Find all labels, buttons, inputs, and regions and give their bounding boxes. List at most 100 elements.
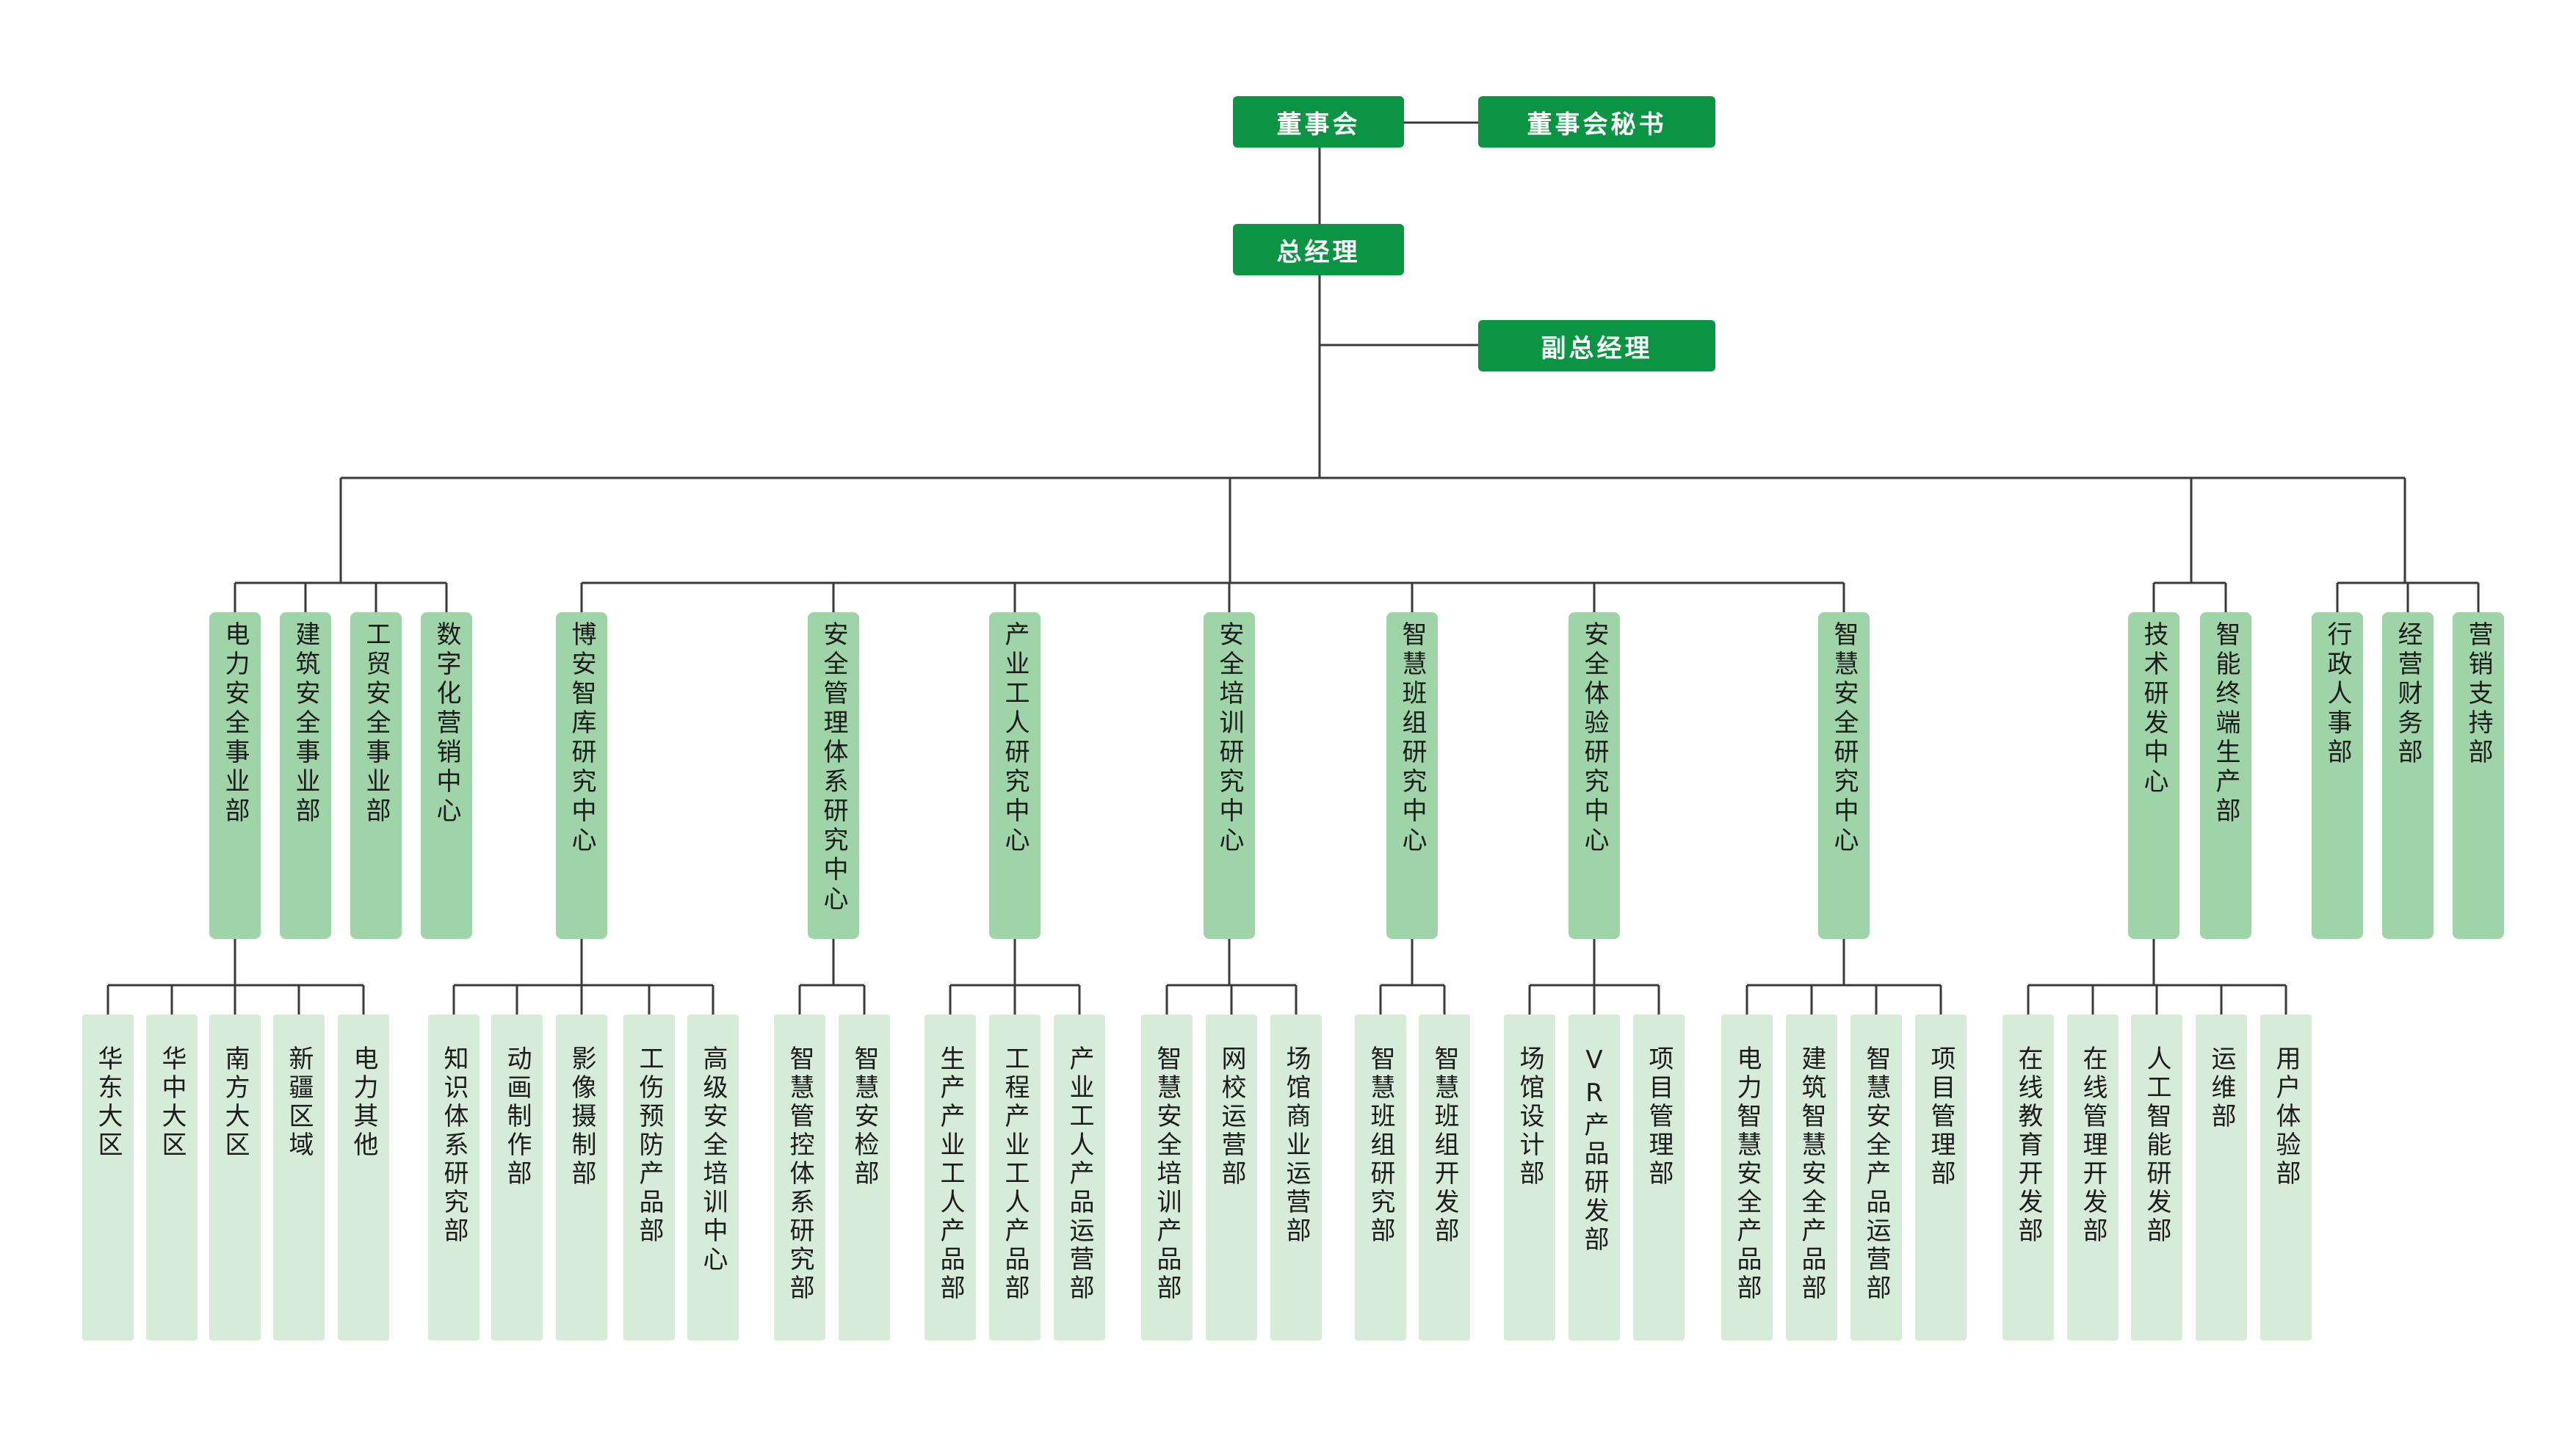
sub-unit-label: 南方大区: [220, 1045, 250, 1160]
sub-unit-box: 南方大区: [209, 1015, 261, 1341]
sub-unit-label: 场馆商业运营部: [1281, 1045, 1311, 1246]
unit-box: 技术研发中心: [2128, 612, 2179, 939]
unit-label: 电力安全事业部: [220, 621, 250, 827]
sub-unit-box: 在线管理开发部: [2067, 1015, 2119, 1341]
deputy-general-manager-box: 副总经理: [1478, 320, 1715, 371]
sub-unit-box: 知识体系研究部: [428, 1015, 480, 1341]
sub-unit-box: 工伤预防产品部: [623, 1015, 675, 1341]
unit-label: 工贸安全事业部: [361, 621, 391, 827]
general-manager-label: 总经理: [1276, 237, 1361, 267]
sub-unit-box: 智慧班组开发部: [1419, 1015, 1470, 1341]
sub-unit-box: 电力其他: [338, 1015, 389, 1341]
unit-box: 经营财务部: [2382, 612, 2434, 939]
unit-label: 行政人事部: [2323, 621, 2352, 768]
sub-unit-label: 产业工人产品运营部: [1065, 1045, 1094, 1303]
sub-unit-label: 项目管理部: [1926, 1045, 1955, 1189]
unit-label: 安全培训研究中心: [1215, 621, 1244, 856]
unit-box: 安全培训研究中心: [1204, 612, 1255, 939]
unit-box: 智慧班组研究中心: [1386, 612, 1438, 939]
unit-label: 安全管理体系研究中心: [819, 621, 848, 915]
sub-unit-label: 网校运营部: [1217, 1045, 1246, 1189]
unit-box: 智慧安全研究中心: [1818, 612, 1870, 939]
sub-unit-label: VR产品研发部: [1580, 1045, 1609, 1255]
unit-label: 安全体验研究中心: [1580, 621, 1609, 856]
sub-unit-box: 电力智慧安全产品部: [1721, 1015, 1773, 1341]
sub-unit-label: 在线管理开发部: [2078, 1045, 2108, 1246]
sub-unit-label: 工程产业工人产品部: [1000, 1045, 1030, 1303]
general-manager-box: 总经理: [1233, 224, 1404, 275]
unit-label: 产业工人研究中心: [1000, 621, 1030, 856]
deputy-general-manager-label: 副总经理: [1541, 333, 1653, 363]
sub-unit-label: 场馆设计部: [1515, 1045, 1544, 1189]
unit-box: 安全体验研究中心: [1569, 612, 1620, 939]
board-secretary-label: 董事会秘书: [1527, 109, 1667, 139]
sub-unit-label: 智慧管控体系研究部: [785, 1045, 814, 1303]
sub-unit-label: 智慧班组研究部: [1366, 1045, 1395, 1246]
sub-unit-box: 建筑智慧安全产品部: [1786, 1015, 1837, 1341]
sub-unit-label: 影像摄制部: [567, 1045, 596, 1189]
sub-unit-label: 用户体验部: [2271, 1045, 2301, 1189]
sub-unit-label: 新疆区域: [284, 1045, 314, 1160]
unit-label: 博安智库研究中心: [567, 621, 596, 856]
sub-unit-box: 高级安全培训中心: [687, 1015, 739, 1341]
sub-unit-box: 场馆设计部: [1504, 1015, 1555, 1341]
sub-unit-label: 电力其他: [349, 1045, 378, 1160]
sub-unit-box: 人工智能研发部: [2131, 1015, 2182, 1341]
sub-unit-box: 新疆区域: [273, 1015, 325, 1341]
sub-unit-box: 运维部: [2196, 1015, 2247, 1341]
sub-unit-box: 用户体验部: [2260, 1015, 2312, 1341]
board-secretary-box: 董事会秘书: [1478, 96, 1715, 148]
board-label: 董事会: [1276, 109, 1361, 139]
unit-label: 数字化营销中心: [432, 621, 461, 827]
unit-label: 技术研发中心: [2139, 621, 2168, 797]
sub-unit-box: 生产产业工人产品部: [925, 1015, 976, 1341]
sub-unit-box: 智慧班组研究部: [1355, 1015, 1406, 1341]
sub-unit-label: 生产产业工人产品部: [936, 1045, 965, 1303]
sub-unit-box: 工程产业工人产品部: [989, 1015, 1041, 1341]
sub-unit-label: 智慧安全产品运营部: [1862, 1045, 1891, 1303]
sub-unit-box: 智慧管控体系研究部: [774, 1015, 825, 1341]
unit-box: 工贸安全事业部: [350, 612, 402, 939]
sub-unit-label: 运维部: [2207, 1045, 2236, 1131]
sub-unit-box: 华中大区: [146, 1015, 198, 1341]
unit-label: 智慧班组研究中心: [1397, 621, 1427, 856]
unit-label: 经营财务部: [2393, 621, 2423, 768]
sub-unit-box: VR产品研发部: [1569, 1015, 1620, 1341]
sub-unit-label: 华东大区: [93, 1045, 123, 1160]
sub-unit-box: 影像摄制部: [556, 1015, 607, 1341]
sub-unit-label: 高级安全培训中心: [698, 1045, 728, 1274]
unit-box: 安全管理体系研究中心: [808, 612, 859, 939]
unit-box: 智能终端生产部: [2200, 612, 2251, 939]
unit-label: 营销支持部: [2464, 621, 2493, 768]
sub-unit-label: 智慧安全培训产品部: [1152, 1045, 1182, 1303]
unit-label: 建筑安全事业部: [291, 621, 320, 827]
sub-unit-label: 工伤预防产品部: [634, 1045, 664, 1246]
sub-unit-box: 场馆商业运营部: [1270, 1015, 1322, 1341]
unit-box: 营销支持部: [2453, 612, 2504, 939]
sub-unit-box: 产业工人产品运营部: [1054, 1015, 1105, 1341]
sub-unit-label: 在线教育开发部: [2014, 1045, 2043, 1246]
unit-label: 智能终端生产部: [2211, 621, 2240, 827]
sub-unit-label: 华中大区: [157, 1045, 187, 1160]
unit-label: 智慧安全研究中心: [1829, 621, 1859, 856]
sub-unit-label: 建筑智慧安全产品部: [1797, 1045, 1826, 1303]
sub-unit-label: 人工智能研发部: [2142, 1045, 2171, 1246]
sub-unit-label: 项目管理部: [1644, 1045, 1674, 1189]
sub-unit-box: 智慧安全培训产品部: [1141, 1015, 1193, 1341]
sub-unit-box: 项目管理部: [1633, 1015, 1685, 1341]
sub-unit-label: 智慧班组开发部: [1430, 1045, 1459, 1246]
board-box: 董事会: [1233, 96, 1404, 148]
sub-unit-box: 智慧安全产品运营部: [1850, 1015, 1902, 1341]
unit-box: 电力安全事业部: [209, 612, 261, 939]
sub-unit-label: 知识体系研究部: [439, 1045, 468, 1246]
sub-unit-box: 智慧安检部: [839, 1015, 890, 1341]
sub-unit-label: 动画制作部: [502, 1045, 532, 1189]
sub-unit-box: 网校运营部: [1206, 1015, 1257, 1341]
sub-unit-label: 电力智慧安全产品部: [1732, 1045, 1762, 1303]
unit-box: 建筑安全事业部: [280, 612, 331, 939]
unit-box: 行政人事部: [2312, 612, 2363, 939]
sub-unit-box: 动画制作部: [491, 1015, 543, 1341]
sub-unit-box: 在线教育开发部: [2002, 1015, 2054, 1341]
